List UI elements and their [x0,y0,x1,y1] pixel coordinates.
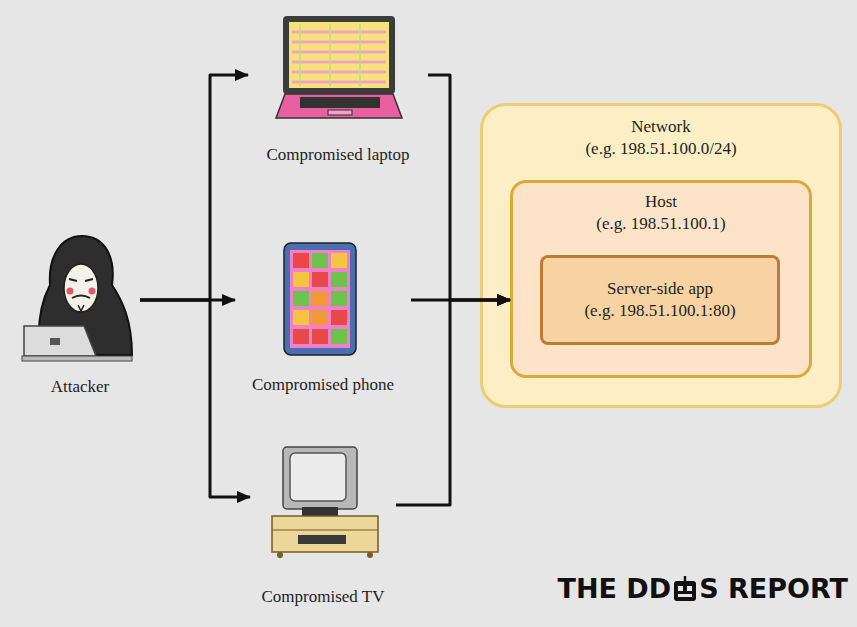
robot-icon [672,575,698,603]
network-zone: Network(e.g. 198.51.100.0/24)Host(e.g. 1… [480,103,842,408]
phone-illustration [284,243,356,355]
app-box: Server-side app(e.g. 198.51.100.1:80) [540,255,780,345]
node-label: Network [631,116,690,138]
watermark-text: THE DD [557,573,671,604]
device-node: Compromised phone [235,238,411,400]
watermark: THE DD S REPORT [557,573,848,604]
node-label: Compromised TV [262,586,385,608]
tv-illustration [272,447,378,558]
device-node: Compromised laptop [248,12,428,170]
node-label: (e.g. 198.51.100.1:80) [584,300,735,322]
node-label: (e.g. 198.51.100.1) [596,213,725,235]
node-label: Compromised phone [252,374,394,396]
node-label: Host [645,191,677,213]
watermark-text: S REPORT [699,573,848,604]
host-zone: Host(e.g. 198.51.100.1) Server-side app(e… [510,180,812,378]
attacker-figure [22,236,132,361]
node-label: (e.g. 198.51.100.0/24) [585,138,736,160]
laptop-illustration [276,16,402,118]
connector-arrow [140,75,248,300]
node-label: Attacker [51,376,110,398]
node-label: Server-side app [607,278,713,300]
connector-arrow [140,300,250,497]
device-node: Compromised TV [250,442,396,612]
device-node: Attacker [20,230,140,402]
node-label: Compromised laptop [266,144,409,166]
connector-arrow [428,75,510,300]
connector-arrow [396,300,510,505]
